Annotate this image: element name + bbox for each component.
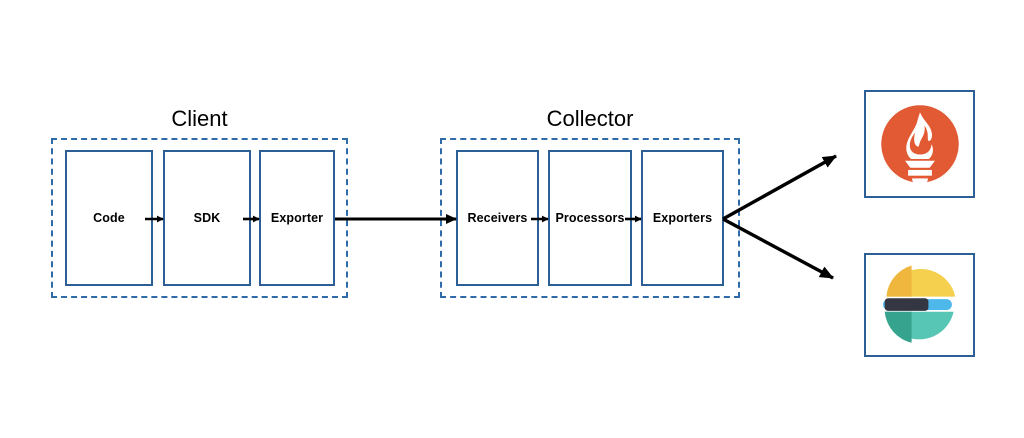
stage-label-exporter: Exporter xyxy=(270,211,324,225)
elastic-logo-icon xyxy=(882,265,955,343)
stage-label-exporters: Exporters xyxy=(652,211,713,225)
destination-box-prometheus[interactable] xyxy=(864,90,975,198)
client-group-title: Client xyxy=(171,106,228,131)
stage-label-sdk: SDK xyxy=(193,211,221,225)
stage-box-sdk[interactable]: SDK xyxy=(163,150,251,286)
destination-box-elastic[interactable] xyxy=(864,253,975,357)
stage-label-processors: Processors xyxy=(555,211,625,225)
stage-box-exporters[interactable]: Exporters xyxy=(641,150,724,286)
stage-box-exporter[interactable]: Exporter xyxy=(259,150,335,286)
stage-box-processors[interactable]: Processors xyxy=(548,150,632,286)
collector-group-title: Collector xyxy=(546,106,634,131)
stage-box-receivers[interactable]: Receivers xyxy=(456,150,539,286)
prometheus-logo-icon xyxy=(880,105,959,187)
stage-label-receivers: Receivers xyxy=(467,211,528,225)
stage-label-code: Code xyxy=(93,211,125,225)
stage-box-code[interactable]: Code xyxy=(65,150,153,286)
